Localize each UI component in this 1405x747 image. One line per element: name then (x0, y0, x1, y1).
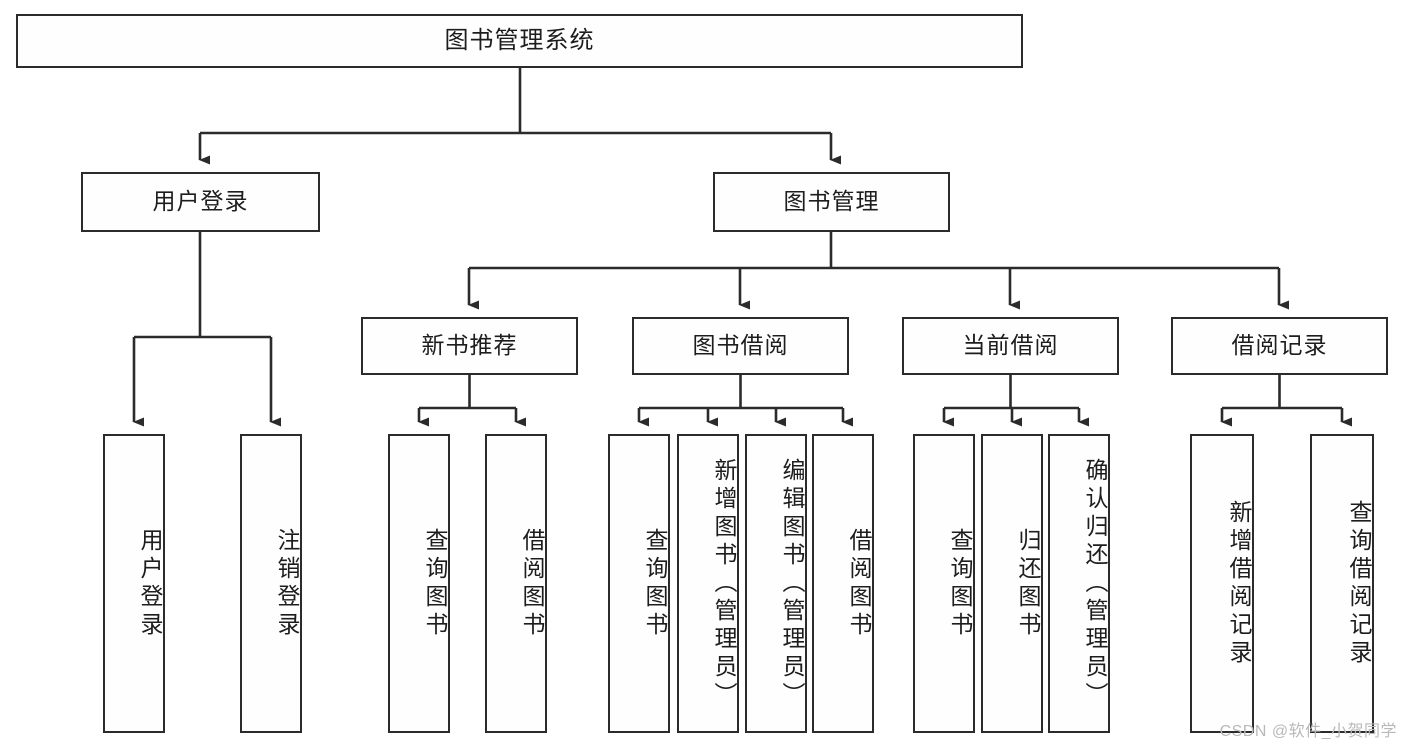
node-leaf-query-book-2[interactable]: 查询图书 (608, 434, 670, 733)
node-label: 用户登录 (152, 188, 249, 215)
node-leaf-add-book[interactable]: 新增图书（管理员） (677, 434, 739, 733)
node-new-book-rec[interactable]: 新书推荐 (361, 317, 578, 375)
node-label: 编辑图书（管理员） (779, 457, 805, 710)
node-borrow-record[interactable]: 借阅记录 (1171, 317, 1388, 375)
node-leaf-user-login[interactable]: 用户登录 (103, 434, 165, 733)
node-book-borrow[interactable]: 图书借阅 (632, 317, 849, 375)
node-leaf-borrow-book-2[interactable]: 借阅图书 (812, 434, 874, 733)
node-leaf-borrow-book-1[interactable]: 借阅图书 (485, 434, 547, 733)
node-label: 借阅记录 (1231, 332, 1328, 359)
node-label: 归还图书 (1015, 527, 1041, 640)
node-label: 查询借阅记录 (1346, 499, 1372, 668)
csdn-watermark: CSDN @软件_小贺同学 (1219, 723, 1397, 740)
node-leaf-add-record[interactable]: 新增借阅记录 (1190, 434, 1254, 733)
node-leaf-query-record[interactable]: 查询借阅记录 (1310, 434, 1374, 733)
node-leaf-edit-book[interactable]: 编辑图书（管理员） (745, 434, 807, 733)
node-leaf-query-book-3[interactable]: 查询图书 (913, 434, 975, 733)
node-label: 借阅图书 (519, 527, 545, 640)
node-leaf-query-book-1[interactable]: 查询图书 (388, 434, 450, 733)
node-label: 新书推荐 (421, 332, 518, 359)
node-current-borrow[interactable]: 当前借阅 (902, 317, 1119, 375)
node-label: 图书管理 (783, 188, 880, 215)
node-label: 当前借阅 (962, 332, 1059, 359)
node-label: 新增图书（管理员） (711, 457, 737, 710)
node-label: 查询图书 (642, 527, 668, 640)
node-book-manage[interactable]: 图书管理 (713, 172, 950, 232)
node-leaf-logout[interactable]: 注销登录 (240, 434, 302, 733)
node-user-login[interactable]: 用户登录 (81, 172, 320, 232)
node-label: 查询图书 (422, 527, 448, 640)
node-label: 用户登录 (137, 527, 163, 640)
node-label: 确认归还（管理员） (1082, 457, 1108, 710)
node-label: 注销登录 (274, 527, 300, 640)
node-label: 查询图书 (947, 527, 973, 640)
node-label: 借阅图书 (846, 527, 872, 640)
node-root[interactable]: 图书管理系统 (16, 14, 1023, 68)
node-label: 图书借阅 (692, 332, 789, 359)
node-leaf-confirm-return[interactable]: 确认归还（管理员） (1048, 434, 1110, 733)
node-label: 新增借阅记录 (1226, 499, 1252, 668)
node-leaf-return-book[interactable]: 归还图书 (981, 434, 1043, 733)
node-label: 图书管理系统 (444, 26, 595, 54)
